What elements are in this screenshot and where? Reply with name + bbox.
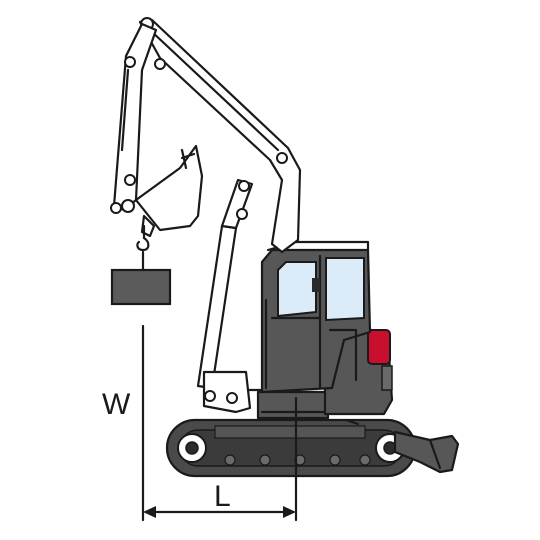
dimension-l xyxy=(143,396,298,522)
dimension-label-l: L xyxy=(214,480,231,513)
dozer-blade xyxy=(393,430,460,474)
cab-front-window xyxy=(277,261,317,318)
boom-cylinder xyxy=(196,178,254,390)
bucket xyxy=(110,144,204,238)
cab-side-window xyxy=(325,257,365,322)
lifting-hook xyxy=(136,224,150,272)
tail-light xyxy=(367,329,391,365)
arm-stick xyxy=(112,22,158,212)
crawler-track xyxy=(165,418,417,478)
dimension-label-w: W xyxy=(102,388,131,421)
boom xyxy=(138,17,302,254)
suspended-load xyxy=(110,268,172,306)
upper-structure xyxy=(234,240,394,420)
chassis-details xyxy=(202,370,360,426)
